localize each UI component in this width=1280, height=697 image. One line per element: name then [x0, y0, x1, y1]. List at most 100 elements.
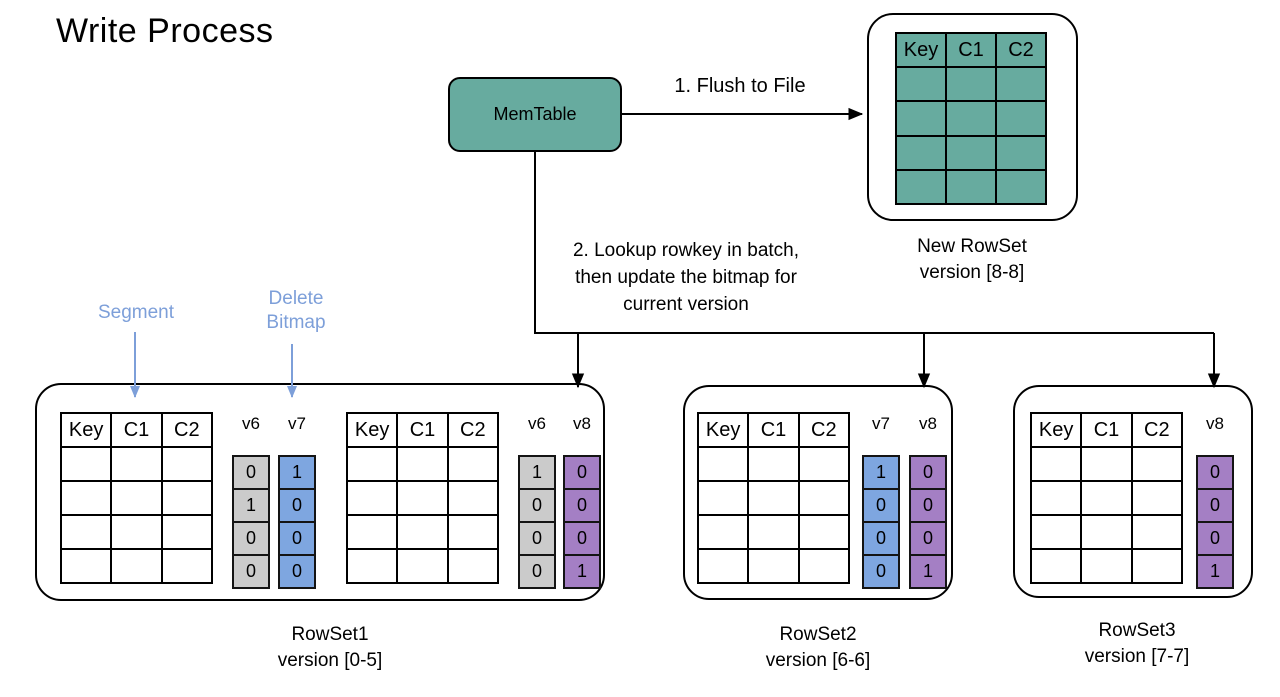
- bitmap-cell: 0: [518, 488, 556, 523]
- table-cell: [799, 516, 848, 548]
- rowset2-bitmap1-version-label: v7: [872, 414, 890, 433]
- table-cell: [62, 448, 111, 480]
- table-cell: [348, 516, 397, 548]
- table-cell: [62, 482, 111, 514]
- column-header: C1: [112, 414, 161, 446]
- table-cell: [1082, 448, 1131, 480]
- table-cell: [699, 482, 748, 514]
- page-title: Write Process: [56, 12, 274, 50]
- bitmap-cell: 0: [862, 488, 900, 523]
- table-cell: [799, 448, 848, 480]
- table-cell: [897, 102, 945, 135]
- table-cell: [398, 550, 447, 582]
- rowset2-caption-version: version [6-6]: [765, 650, 871, 671]
- new-rowset-caption: New RowSet version [8-8]: [822, 234, 1122, 286]
- bitmap-cell: 0: [518, 554, 556, 589]
- delete-bitmap-annotation: Delete Bitmap: [266, 287, 325, 335]
- column-header: Key: [348, 414, 397, 446]
- table-cell: [947, 136, 995, 169]
- table-cell: [947, 68, 995, 101]
- table-cell: [1132, 482, 1181, 514]
- table-cell: [1032, 448, 1081, 480]
- bitmap-cell: 0: [909, 455, 947, 490]
- bitmap-cell: 0: [1196, 488, 1234, 523]
- table-cell: [448, 550, 497, 582]
- bitmap-cell: 1: [862, 455, 900, 490]
- table-cell: [1132, 516, 1181, 548]
- table-cell: [749, 516, 798, 548]
- bitmap-cell: 0: [909, 521, 947, 556]
- memtable-box: MemTable: [448, 77, 622, 152]
- table-cell: [699, 516, 748, 548]
- rowset3-caption-name: RowSet3: [1098, 620, 1176, 641]
- table-cell: [348, 550, 397, 582]
- rowset2-caption-name: RowSet2: [779, 624, 857, 645]
- table-cell: [162, 448, 211, 480]
- table-cell: [1032, 482, 1081, 514]
- table-cell: [947, 102, 995, 135]
- rowset1-seg2-bitmap2-version-label: v8: [573, 414, 591, 433]
- rowset1-seg2-bitmap1-version-label: v6: [528, 414, 546, 433]
- table-cell: [162, 516, 211, 548]
- bitmap-cell: 0: [1196, 455, 1234, 490]
- table-cell: [112, 516, 161, 548]
- table-cell: [799, 550, 848, 582]
- table-cell: [348, 448, 397, 480]
- table-cell: [62, 516, 111, 548]
- table-cell: [62, 550, 111, 582]
- bitmap-cell: 0: [278, 554, 316, 589]
- bitmap-cell: 0: [232, 455, 270, 490]
- table-cell: [947, 170, 995, 203]
- table-cell: [1032, 550, 1081, 582]
- rowset2-caption: RowSet2 version [6-6]: [668, 622, 968, 674]
- table-cell: [448, 516, 497, 548]
- table-cell: [1082, 482, 1131, 514]
- new-rowset-caption-name: New RowSet: [917, 236, 1027, 257]
- bitmap-cell: 0: [563, 488, 601, 523]
- delete-bitmap-annotation-line2: Bitmap: [266, 312, 326, 333]
- bitmap-cell: 0: [278, 488, 316, 523]
- bitmap-cell: 0: [232, 521, 270, 556]
- column-header: C2: [1132, 414, 1181, 446]
- column-header: Key: [1032, 414, 1081, 446]
- segment-annotation: Segment: [97, 302, 175, 323]
- rowset1-caption: RowSet1 version [0-5]: [180, 622, 480, 674]
- column-header: C1: [947, 34, 995, 67]
- table-cell: [112, 550, 161, 582]
- table-cell: [897, 136, 945, 169]
- lookup-note-line3: current version: [623, 294, 749, 315]
- table-cell: [897, 170, 945, 203]
- table-cell: [448, 448, 497, 480]
- rowset1-caption-name: RowSet1: [291, 624, 369, 645]
- table-cell: [699, 550, 748, 582]
- lookup-note-line1: 2. Lookup rowkey in batch,: [572, 240, 800, 261]
- table-cell: [997, 102, 1045, 135]
- column-header: Key: [62, 414, 111, 446]
- bitmap-cell: 1: [909, 554, 947, 589]
- bitmap-cell: 1: [1196, 554, 1234, 589]
- table-cell: [997, 68, 1045, 101]
- bitmap-cell: 0: [232, 554, 270, 589]
- bitmap-cell: 0: [862, 554, 900, 589]
- table-cell: [1082, 516, 1131, 548]
- lookup-note: 2. Lookup rowkey in batch, then update t…: [531, 237, 841, 318]
- table-cell: [1082, 550, 1131, 582]
- table-cell: [112, 482, 161, 514]
- table-cell: [398, 516, 447, 548]
- bitmap-cell: 0: [518, 521, 556, 556]
- table-cell: [897, 68, 945, 101]
